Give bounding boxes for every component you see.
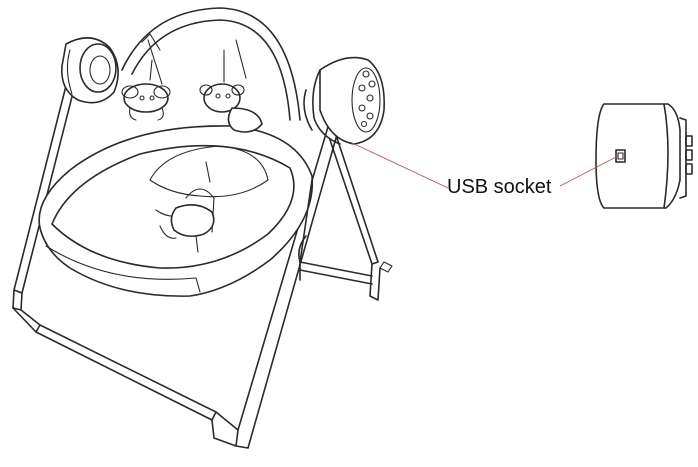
usb-socket-label: USB socket [447,176,552,198]
control-unit [303,56,385,145]
hanging-toy-center [199,49,263,133]
usb-socket-icon [615,149,626,163]
hanging-toy-left [121,59,171,121]
rear-leg [298,179,313,263]
swing-seat [38,125,314,297]
callout-leaders [349,141,619,189]
control-unit-detail-view [595,103,693,209]
toy-arch [121,7,301,121]
left-pivot-hub [61,37,119,104]
